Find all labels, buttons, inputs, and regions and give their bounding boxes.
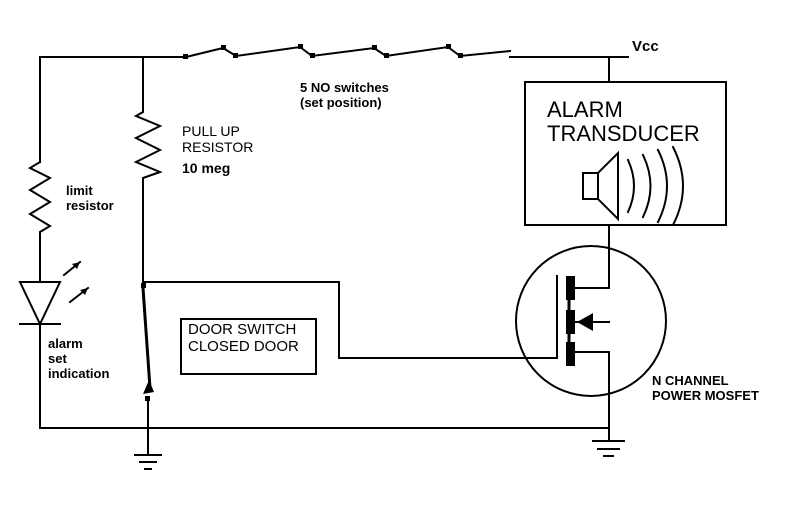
- speaker-icon: [582, 145, 684, 227]
- limit-resistor: [27, 160, 53, 283]
- alarm-transducer-label: ALARM TRANSDUCER: [547, 97, 700, 147]
- mosfet-symbol: [515, 245, 667, 429]
- indication-label: alarm set indication: [48, 336, 110, 381]
- mosfet-label: N CHANNEL POWER MOSFET: [652, 373, 759, 403]
- door-switch-label: DOOR SWITCH CLOSED DOOR: [180, 318, 317, 375]
- led-return-wire: [39, 323, 149, 429]
- door-switch: [141, 283, 154, 456]
- no-switches: [183, 44, 512, 59]
- alarm-transducer-box: [524, 81, 727, 226]
- pullup-label: PULL UP RESISTOR: [182, 123, 254, 156]
- limit-resistor-label: limit resistor: [66, 183, 114, 213]
- pullup-resistor: [133, 56, 163, 283]
- vcc-label: Vcc: [632, 38, 659, 55]
- drain-wire: [571, 224, 610, 289]
- ground-symbol-right: [592, 427, 625, 457]
- switches-label: 5 NO switches (set position): [300, 80, 389, 110]
- pullup-value-label: 10 meg: [182, 160, 231, 176]
- ground-symbol-left: [134, 454, 162, 470]
- led: [18, 260, 90, 327]
- gate-wire: [142, 275, 558, 359]
